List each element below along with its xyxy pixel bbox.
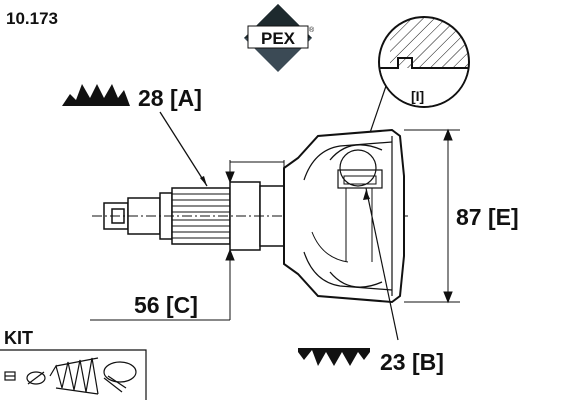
dimension-e xyxy=(404,128,460,304)
kit-contents-icons xyxy=(4,357,137,395)
label-b-inner-splines: 23 [B] xyxy=(380,349,444,375)
label-e-outer-diameter: 87 [E] xyxy=(456,204,519,230)
shaft-splines xyxy=(172,193,230,239)
spline-teeth-icon-b xyxy=(298,348,370,366)
label-i: [I] xyxy=(411,88,424,104)
detail-circle-thread: [I] xyxy=(378,16,470,108)
spline-teeth-icon-a xyxy=(62,84,130,106)
registered-mark: ® xyxy=(309,26,315,34)
label-a-shaft-splines: 28 [A] xyxy=(138,85,202,111)
band-clamp-icon xyxy=(103,361,137,393)
dimension-c xyxy=(90,160,285,321)
kit-title: KIT xyxy=(4,328,33,348)
label-c-length: 56 [C] xyxy=(134,292,198,318)
kit-box xyxy=(0,349,147,400)
joint-housing xyxy=(283,128,405,304)
part-number: 10.173 xyxy=(6,9,58,28)
leader-b xyxy=(365,187,399,341)
boot-icon xyxy=(49,357,99,395)
leader-a xyxy=(159,111,208,187)
pex-logo: PEX ® xyxy=(244,4,315,72)
pex-logo-text: PEX xyxy=(261,29,296,48)
nut-icon xyxy=(4,371,16,381)
clamp-icon xyxy=(26,371,46,385)
